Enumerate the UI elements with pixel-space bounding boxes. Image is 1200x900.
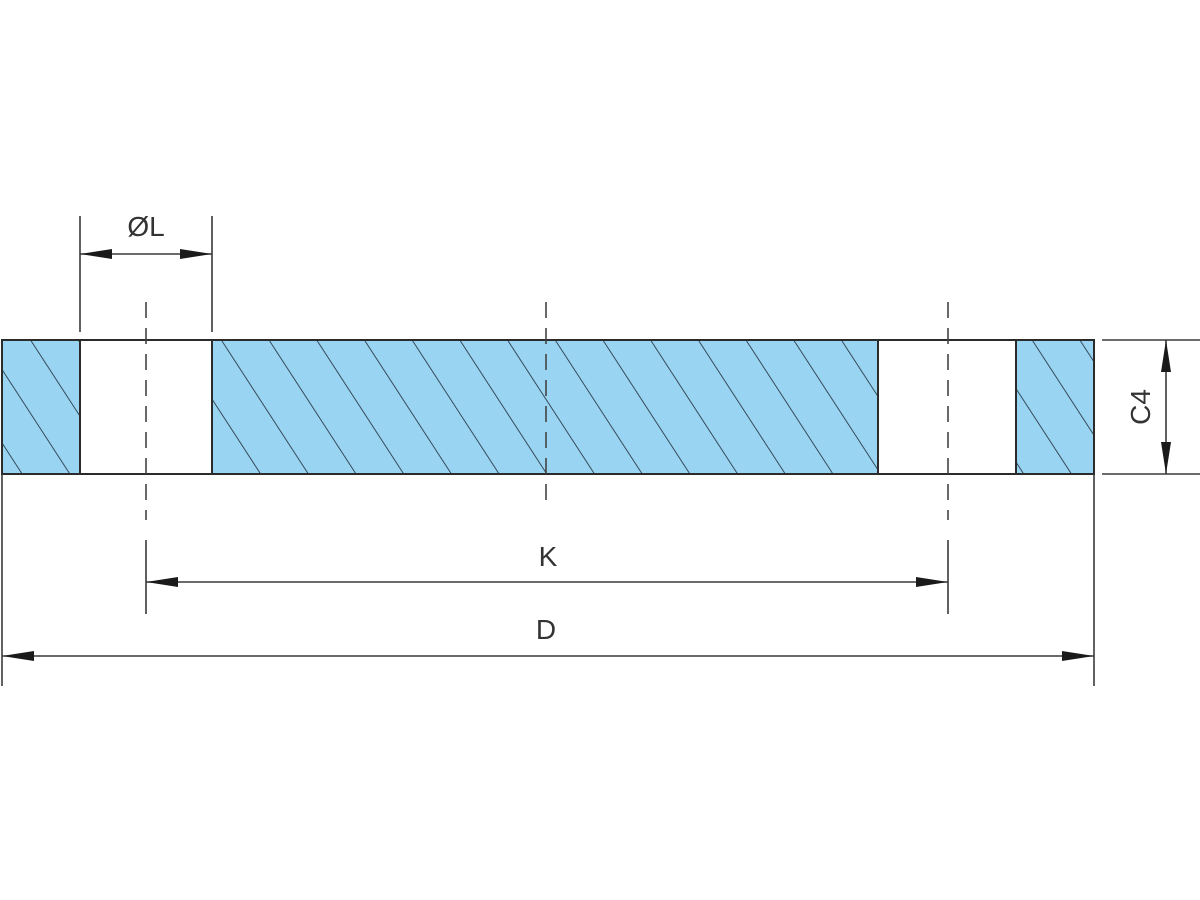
hatch-center xyxy=(212,340,878,474)
dimension-outer-diameter: D xyxy=(1,474,1095,686)
center-lines xyxy=(145,302,949,520)
hatch-right xyxy=(1016,340,1094,474)
dimension-thickness: C4 xyxy=(1102,339,1200,475)
hatch-left xyxy=(2,340,80,474)
hole-diameter-label: ØL xyxy=(127,211,164,242)
flange-section xyxy=(1,339,1095,475)
outer-diameter-label: D xyxy=(536,614,556,645)
thickness-label: C4 xyxy=(1125,389,1156,425)
dimension-hole-diameter: ØL xyxy=(79,211,213,332)
bolt-circle-label: K xyxy=(539,541,558,572)
dimension-bolt-circle: K xyxy=(145,540,949,614)
